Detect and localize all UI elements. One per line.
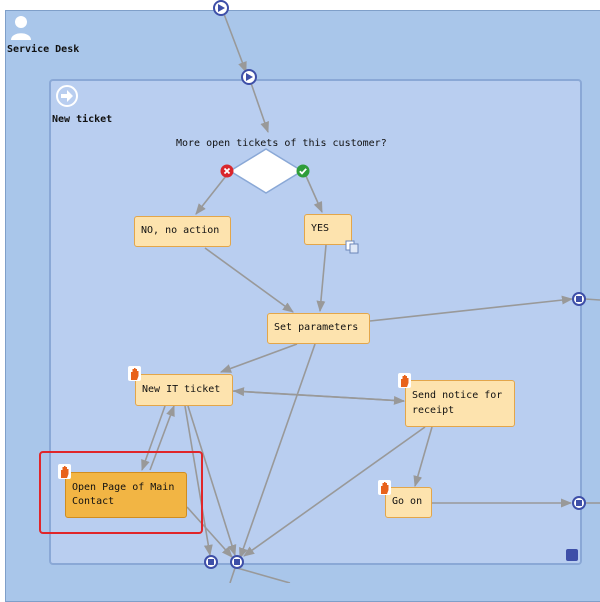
subprocess-title: New ticket — [52, 114, 113, 125]
flow-itticket-to-end-a — [184, 405, 213, 557]
copy-pages-icon — [345, 240, 359, 254]
hand-icon — [58, 464, 71, 479]
flow-start-to-entry — [223, 13, 247, 74]
flow-openpage-to-end — [186, 506, 233, 558]
flow-set-to-right — [369, 295, 574, 322]
exit-port-right-bottom[interactable] — [572, 496, 586, 510]
flow-itticket-to-end-b — [187, 405, 237, 557]
hand-icon — [398, 373, 411, 388]
flow-openpage-to-itticket — [149, 404, 175, 471]
exit-port-right-top[interactable] — [572, 292, 586, 306]
flow-gateway-yes — [305, 175, 323, 214]
flow-no-to-set — [204, 247, 294, 313]
gateway-diamond[interactable] — [226, 147, 306, 195]
flow-right-exit-top — [584, 298, 600, 301]
flow-bottom-exit-a — [236, 567, 291, 583]
flow-set-to-itticket — [219, 343, 298, 373]
flow-notice-to-goon — [413, 426, 433, 488]
flow-notice-to-bottom — [243, 426, 426, 557]
subprocess-collapse-handle[interactable] — [566, 549, 578, 561]
task-open-page-main-contact[interactable]: Open Page of Main Contact — [65, 472, 187, 518]
task-new-it-ticket[interactable]: New IT ticket — [135, 374, 233, 406]
red-x-icon — [220, 164, 234, 178]
lane-title: Service Desk — [7, 44, 80, 55]
flow-bottom-exit-b — [229, 567, 236, 583]
task-set-parameters[interactable]: Set parameters — [267, 313, 370, 344]
gateway-question-label: More open tickets of this customer? — [176, 138, 387, 149]
hand-icon — [378, 480, 391, 495]
user-icon — [11, 16, 31, 40]
arrow-circle-icon — [56, 85, 78, 107]
task-go-on[interactable]: Go on — [385, 487, 432, 518]
exit-port-bottom-right[interactable] — [230, 555, 244, 569]
flow-ports — [204, 0, 586, 569]
hand-icon — [128, 366, 141, 381]
entry-port[interactable] — [241, 69, 257, 85]
green-check-icon — [296, 164, 310, 178]
flow-entry-to-gateway — [250, 82, 269, 134]
flow-set-to-bottom — [239, 343, 316, 560]
flow-itticket-to-openpage — [141, 405, 166, 472]
flow-gateway-no — [195, 175, 227, 215]
task-no-action[interactable]: NO, no action — [134, 216, 231, 247]
selection-highlight-frame — [39, 451, 203, 534]
task-send-notice[interactable]: Send notice for receipt — [405, 380, 515, 427]
flow-connectors — [141, 13, 600, 583]
flow-yes-to-set — [316, 244, 327, 313]
exit-port-bottom-left[interactable] — [204, 555, 218, 569]
flow-notice-to-itticket — [232, 387, 405, 402]
task-yes[interactable]: YES — [304, 214, 352, 245]
start-event-top[interactable] — [213, 0, 229, 16]
